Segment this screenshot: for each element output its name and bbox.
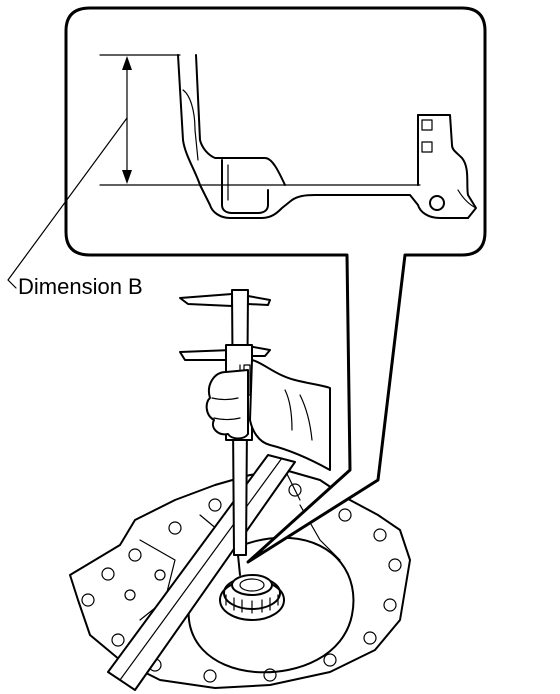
cross-section-detail: [99, 54, 477, 219]
hand: [205, 359, 331, 471]
central-hub: [219, 574, 285, 621]
dimension-b-callout: Dimension B: [7, 117, 143, 299]
bolt-holes: [81, 483, 402, 683]
magnified-view-callout: [64, 6, 487, 564]
dimension-arrow: [122, 56, 132, 184]
dimension-b-label: Dimension B: [18, 274, 143, 299]
straight-edge: [107, 454, 296, 691]
